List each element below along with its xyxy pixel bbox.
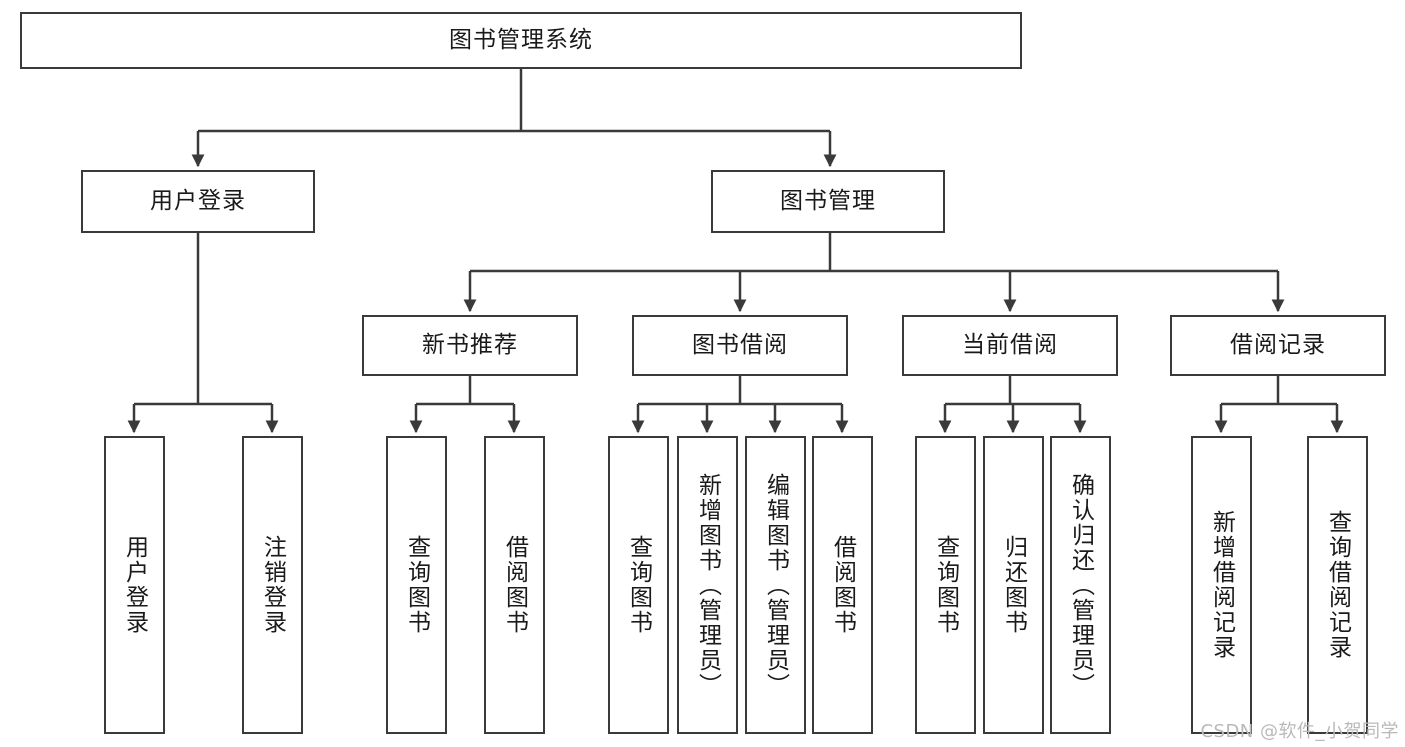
leaf-user-login-label: 用户登录 bbox=[121, 535, 148, 635]
leaf-logout-label: 注销登录 bbox=[259, 535, 286, 635]
leaf-query-book-current[interactable]: 查询图书 bbox=[915, 436, 976, 734]
leaf-query-borrow-record[interactable]: 查询借阅记录 bbox=[1307, 436, 1368, 734]
leaf-query-book-current-label: 查询图书 bbox=[932, 535, 959, 635]
node-current-borrow[interactable]: 当前借阅 bbox=[902, 315, 1118, 376]
leaf-query-borrow-record-label: 查询借阅记录 bbox=[1324, 510, 1351, 660]
node-borrow-records[interactable]: 借阅记录 bbox=[1170, 315, 1386, 376]
leaf-return-book[interactable]: 归还图书 bbox=[983, 436, 1044, 734]
leaf-query-book-borrow-label: 查询图书 bbox=[625, 535, 652, 635]
leaf-add-book-admin[interactable]: 新增图书（管理员） bbox=[677, 436, 738, 734]
leaf-add-book-admin-label: 新增图书（管理员） bbox=[694, 472, 721, 698]
leaf-edit-book-admin[interactable]: 编辑图书（管理员） bbox=[745, 436, 806, 734]
leaf-edit-book-admin-label: 编辑图书（管理员） bbox=[762, 472, 789, 698]
leaf-confirm-return-admin-label: 确认归还（管理员） bbox=[1067, 472, 1094, 698]
node-book-management-label: 图书管理 bbox=[780, 187, 876, 214]
node-user-login[interactable]: 用户登录 bbox=[81, 170, 315, 233]
node-new-book-recommend-label: 新书推荐 bbox=[422, 331, 518, 358]
leaf-query-book-new-label: 查询图书 bbox=[403, 535, 430, 635]
node-new-book-recommend[interactable]: 新书推荐 bbox=[362, 315, 578, 376]
leaf-confirm-return-admin[interactable]: 确认归还（管理员） bbox=[1050, 436, 1111, 734]
node-borrow-records-label: 借阅记录 bbox=[1230, 331, 1326, 358]
node-book-borrow-label: 图书借阅 bbox=[692, 331, 788, 358]
leaf-query-book-new[interactable]: 查询图书 bbox=[386, 436, 447, 734]
node-root[interactable]: 图书管理系统 bbox=[20, 12, 1022, 69]
leaf-user-login[interactable]: 用户登录 bbox=[104, 436, 165, 734]
leaf-borrow-book[interactable]: 借阅图书 bbox=[812, 436, 873, 734]
leaf-borrow-book-new-label: 借阅图书 bbox=[501, 535, 528, 635]
leaf-borrow-book-label: 借阅图书 bbox=[829, 535, 856, 635]
leaf-borrow-book-new[interactable]: 借阅图书 bbox=[484, 436, 545, 734]
leaf-add-borrow-record-label: 新增借阅记录 bbox=[1208, 510, 1235, 660]
node-book-borrow[interactable]: 图书借阅 bbox=[632, 315, 848, 376]
node-book-management[interactable]: 图书管理 bbox=[711, 170, 945, 233]
leaf-query-book-borrow[interactable]: 查询图书 bbox=[608, 436, 669, 734]
node-root-label: 图书管理系统 bbox=[449, 26, 593, 53]
leaf-add-borrow-record[interactable]: 新增借阅记录 bbox=[1191, 436, 1252, 734]
node-current-borrow-label: 当前借阅 bbox=[962, 331, 1058, 358]
leaf-logout[interactable]: 注销登录 bbox=[242, 436, 303, 734]
node-user-login-label: 用户登录 bbox=[150, 187, 246, 214]
leaf-return-book-label: 归还图书 bbox=[1000, 535, 1027, 635]
